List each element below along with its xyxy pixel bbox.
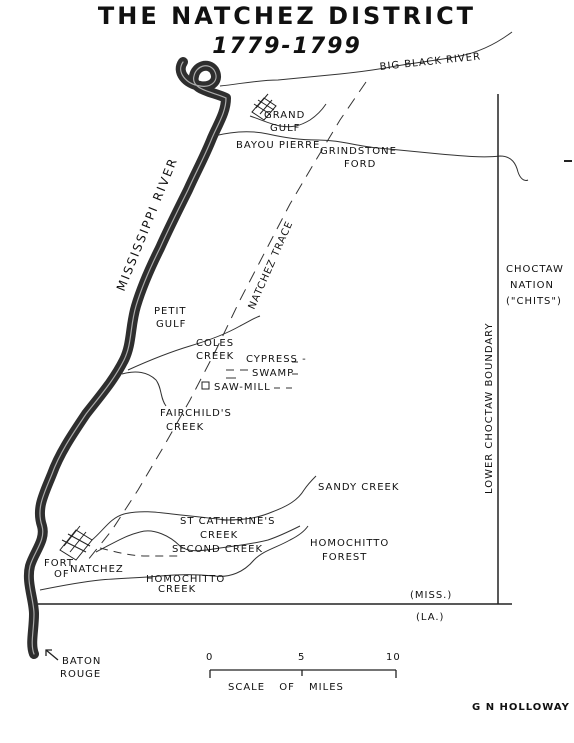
label-grand: GRAND xyxy=(264,110,305,121)
mississippi-river-inner xyxy=(28,61,227,655)
scale-tick-10: 10 xyxy=(386,652,401,663)
bayou-pierre xyxy=(213,131,529,181)
label-gulf: GULF xyxy=(270,123,300,134)
cypress-swamp-marks xyxy=(226,361,298,389)
bayou-pierre-branch xyxy=(249,103,327,128)
label-fairchilds: FAIRCHILD'S xyxy=(160,408,232,419)
label-rouge: ROUGE xyxy=(60,669,101,680)
label-sandy-creek: SANDY CREEK xyxy=(318,482,399,493)
label-grindstone: GRINDSTONE xyxy=(320,146,397,157)
second-creek xyxy=(95,525,301,553)
scale-bar xyxy=(209,669,397,678)
fort-of-natchez-grid xyxy=(59,525,93,561)
scale-tick-5: 5 xyxy=(298,652,305,663)
label-st-catherines-creek: CREEK xyxy=(200,530,238,541)
map-title: THE NATCHEZ DISTRICT xyxy=(97,2,477,30)
second-creek-dashes xyxy=(99,547,180,557)
label-miss: (MISS.) xyxy=(410,590,452,601)
fairchilds-creek xyxy=(121,371,167,407)
label-second-creek: SECOND CREEK xyxy=(172,544,263,555)
label-coles-creek: CREEK xyxy=(196,351,234,362)
label-homochitto-creek-2: CREEK xyxy=(158,584,196,595)
label-homochitto-creek-1: HOMOCHITTO xyxy=(146,574,225,585)
saw-mill-marker xyxy=(201,381,210,390)
label-coles: COLES xyxy=(196,338,234,349)
label-petit: PETIT xyxy=(154,306,187,317)
natchez-trace xyxy=(87,81,367,561)
scale-tick-0: 0 xyxy=(206,652,213,663)
baton-rouge-arrow-icon xyxy=(45,649,59,661)
label-ford: FORD xyxy=(344,159,376,170)
homochitto-creek xyxy=(39,525,309,591)
label-lower-choctaw-boundary: LOWER CHOCTAW BOUNDARY xyxy=(484,322,495,494)
coles-creek xyxy=(127,315,261,371)
label-fort: FORT xyxy=(44,558,74,569)
label-natchez: NATCHEZ xyxy=(70,564,124,575)
label-la: (LA.) xyxy=(416,612,444,623)
label-big-black-river: BIG BLACK RIVER xyxy=(379,51,481,73)
label-choctaw: CHOCTAW xyxy=(506,264,564,275)
label-baton: BATON xyxy=(62,656,101,667)
label-swamp: SWAMP xyxy=(252,368,294,379)
label-forest: FOREST xyxy=(322,552,367,563)
sandy-creek xyxy=(91,475,317,541)
label-of: OF xyxy=(54,569,70,580)
label-chits: ("CHITS") xyxy=(506,296,562,307)
label-cypress: CYPRESS - xyxy=(246,354,307,365)
big-black-river xyxy=(219,31,513,87)
map-subtitle: 1779-1799 xyxy=(212,34,362,59)
label-homochitto: HOMOCHITTO xyxy=(310,538,389,549)
label-saw-mill: SAW-MILL xyxy=(214,382,271,393)
map-signature: G N HOLLOWAY xyxy=(472,702,570,713)
label-nation: NATION xyxy=(510,280,554,291)
label-st-catherines: ST CATHERINE'S xyxy=(180,516,275,527)
grand-gulf-town-grid xyxy=(251,93,277,121)
label-bayou-pierre: BAYOU PIERRE xyxy=(236,140,320,151)
label-natchez-trace: NATCHEZ TRACE xyxy=(247,219,296,311)
scale-label: SCALE OF MILES xyxy=(228,682,344,693)
label-petit-gulf: GULF xyxy=(156,319,186,330)
label-fairchilds-creek: CREEK xyxy=(166,422,204,433)
